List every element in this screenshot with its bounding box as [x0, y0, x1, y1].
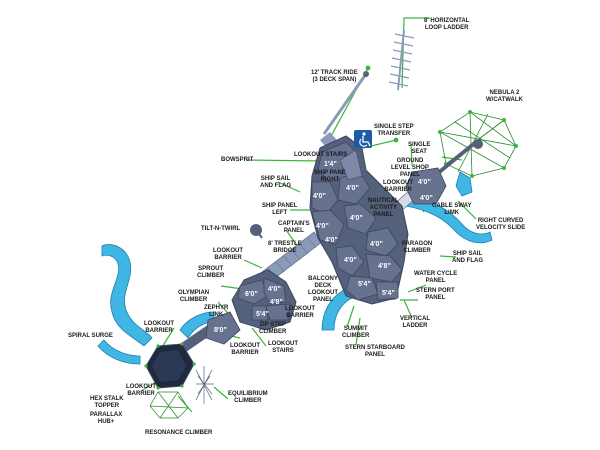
hex-hub — [144, 342, 214, 419]
horizontal-loop-ladder — [388, 17, 430, 91]
label-hex-stalk-topper: HEX STALK TOPPER — [90, 396, 124, 409]
label-resonance-climber: RESONANCE CLIMBER — [145, 430, 213, 436]
deck-label: 5'4" — [382, 290, 395, 297]
deck-label: 8'0" — [214, 327, 227, 334]
deck-label: 4'0" — [268, 286, 281, 293]
stern-slide — [321, 289, 353, 331]
label-parallax-hub: PARALLAX HUB+ — [90, 412, 123, 425]
deck-label: 4'8" — [270, 299, 283, 306]
label-lookout-barrier-low: LOOKOUT BARRIER — [230, 343, 260, 356]
label-lookout-stairs-top: LOOKOUT STAIRS — [294, 152, 348, 158]
label-track-ride: 12' TRACK RIDE (3 DECK SPAN) — [311, 70, 358, 83]
label-horizontal-loop-ladder: 8' HORIZONTAL LOOP LADDER — [424, 18, 470, 31]
label-vertical-ladder: VERTICAL LADDER — [400, 316, 430, 329]
label-right-curved-velocity-slide: RIGHT CURVED VELOCITY SLIDE — [476, 218, 526, 231]
label-captains-panel: CAPTAIN'S PANEL — [278, 221, 310, 234]
ship-sail — [339, 149, 363, 181]
label-lookout-barrier-bottom: LOOKOUT BARRIER — [126, 384, 156, 397]
ship-structure — [309, 135, 447, 305]
label-paragon-climber: PARAGON CLIMBER — [402, 241, 433, 254]
label-tilt-n-twirl: TILT-N-TWIRL — [201, 226, 241, 232]
deck-label: 4'0" — [316, 223, 329, 230]
label-single-seat: SINGLE SEAT — [408, 142, 431, 155]
deck-label: 4'0" — [344, 257, 357, 264]
deck-label: 4'0" — [350, 215, 363, 222]
label-trestle-bridge: 8' TRESTLE BRIDGE — [268, 241, 302, 254]
label-zip-step-climber: ZIP STEP CLIMBER — [259, 322, 287, 335]
label-zephyr-link: ZEPHYR LINK — [204, 305, 229, 318]
deck-height-labels: 1'4" 4'0" 4'0" 4'0" 4'0" 4'0" 4'0" 4'0" … — [214, 161, 433, 334]
label-single-step-transfer: SINGLE STEP TRANSFER — [374, 124, 414, 137]
label-ship-sail-flag-left: SHIP SAIL AND FLAG — [260, 176, 291, 189]
label-lookout-barrier-hex: LOOKOUT BARRIER — [144, 321, 174, 334]
deck-label: 4'0" — [346, 185, 359, 192]
label-lookout-barrier-mid: LOOKOUT BARRIER — [285, 306, 315, 319]
label-lookout-stairs-low: LOOKOUT STAIRS — [268, 341, 298, 354]
label-balcony-deck-lookout-panel: BALCONY DECK LOOKOUT PANEL — [308, 276, 338, 303]
label-lookout-barrier-left: LOOKOUT BARRIER — [213, 248, 243, 261]
label-spiral-surge: SPIRAL SURGE — [68, 333, 113, 339]
label-nautical-activity-panel: NAUTICAL ACTIVITY PANEL — [368, 198, 399, 218]
deck-label: 4'0" — [420, 195, 433, 202]
label-ground-level-shop-panel: GROUND LEVEL SHOP PANEL — [391, 158, 429, 178]
track-ride — [322, 71, 369, 135]
deck-label: 4'0" — [325, 237, 338, 244]
label-sprout-climber: SPROUT CLIMBER — [197, 266, 225, 279]
label-olympian-climber: OLYMPIAN CLIMBER — [178, 290, 210, 303]
deck-label: 5'4" — [358, 281, 371, 288]
right-curved-velocity-slide — [405, 195, 493, 244]
label-nebula: NEBULA 2 W/CATWALK — [486, 90, 523, 103]
deck-label: 4'8" — [378, 263, 391, 270]
deck-label: 4'0" — [313, 193, 326, 200]
label-water-cycle-panel: WATER CYCLE PANEL — [414, 271, 458, 284]
label-stern-starboard-panel: STERN STARBOARD PANEL — [345, 345, 405, 358]
label-equilibrium-climber: EQUILIBRIUM CLIMBER — [228, 391, 268, 404]
slide-deck — [405, 167, 447, 205]
label-lookout-barrier-right-top: LOOKOUT BARRIER — [383, 180, 413, 193]
slides — [97, 171, 493, 365]
label-ship-sail-flag-right: SHIP SAIL AND FLAG — [452, 251, 483, 264]
deck-label: 6'0" — [245, 291, 258, 298]
deck-label: 5'4" — [256, 311, 269, 318]
left-tower — [205, 224, 297, 345]
label-ship-pane-right: SHIP PANE RIGHT — [314, 170, 346, 183]
label-stern-port-panel: STERN PORT PANEL — [416, 288, 455, 301]
wheelchair-icon — [354, 130, 372, 148]
deck-label: 4'0" — [370, 241, 383, 248]
deck-8-0 — [205, 311, 241, 345]
deck-label: 1'4" — [324, 161, 337, 168]
label-summit-climber: SUMMIT CLIMBER — [342, 326, 370, 339]
nebula-climber — [430, 110, 518, 180]
deck-label: 4'0" — [418, 179, 431, 186]
label-bowsprit: BOWSPRIT — [221, 157, 254, 163]
label-cable-sway-limk: CABLE SWAY LIMK — [432, 203, 472, 216]
nebula-slide — [455, 171, 473, 197]
label-ship-panel-left: SHIP PANEL LEFT — [262, 203, 298, 216]
spiral-surge-slide — [101, 244, 153, 347]
